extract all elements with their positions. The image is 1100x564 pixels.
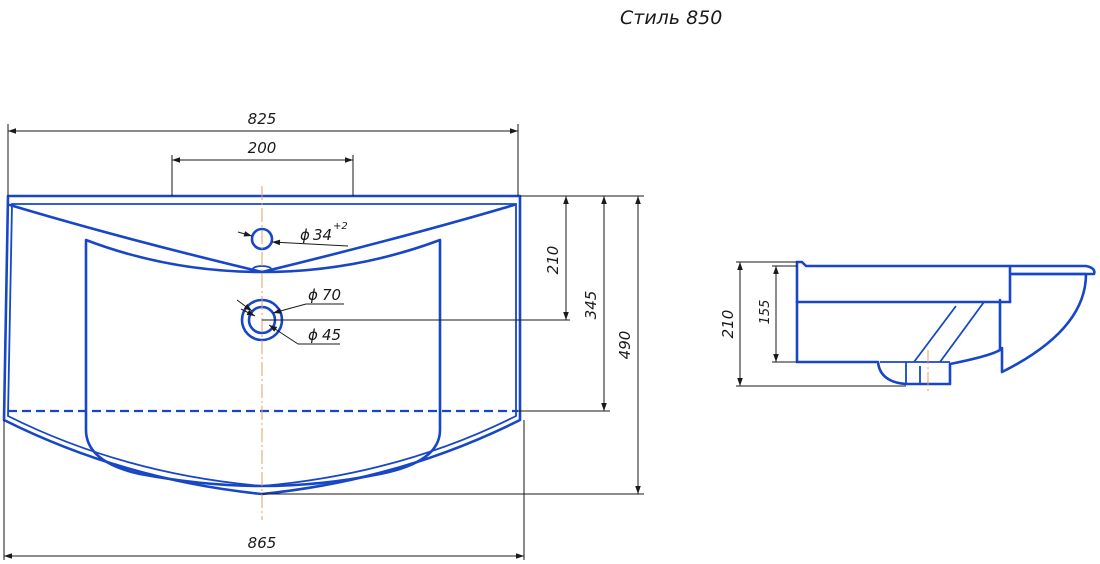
top-view-dimensions: 825 200 865 210 345 490 ϕ 34 +2 <box>3 110 644 560</box>
dim-total-depth: 490 <box>616 331 634 360</box>
side-inner-slope <box>880 301 985 363</box>
dim-depth-to-drain: 345 <box>582 291 600 320</box>
dim-drain-inner: 45 <box>322 326 341 344</box>
tap-hole-diameter-symbol: ϕ <box>300 226 310 244</box>
drain-outer-diameter-symbol: ϕ <box>308 286 318 304</box>
dim-drain-outer: 70 <box>322 286 341 304</box>
dim-depth-to-tap: 210 <box>544 246 562 275</box>
dim-side-bowl-depth: 155 <box>758 300 773 325</box>
dim-tap-spacing: 200 <box>248 139 277 157</box>
bowl-outline <box>84 238 442 488</box>
dim-top-width: 825 <box>248 110 277 128</box>
drawing-title: Стиль 850 <box>620 7 722 29</box>
dim-tap-hole: 34 <box>313 226 332 244</box>
side-front-skirt <box>1000 272 1088 374</box>
dim-side-height: 210 <box>719 310 737 339</box>
side-rim <box>795 260 1096 276</box>
side-drain <box>905 362 921 384</box>
side-view: 210 155 <box>719 260 1096 392</box>
drain-inner-diameter-symbol: ϕ <box>308 326 318 344</box>
dim-bottom-width: 865 <box>248 534 277 552</box>
top-view <box>2 186 522 520</box>
dim-tap-hole-tolerance: +2 <box>333 221 348 232</box>
